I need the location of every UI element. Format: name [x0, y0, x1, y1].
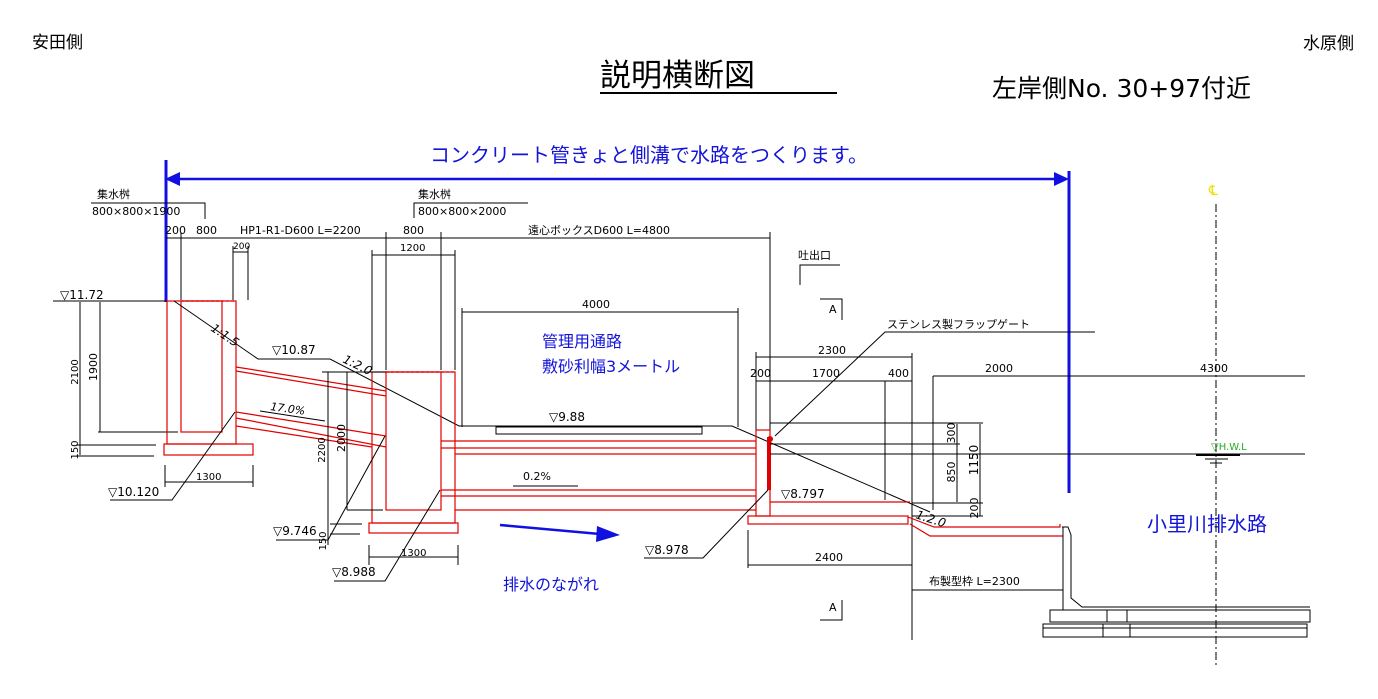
dim-1200: 1200: [400, 243, 425, 254]
outlet-leader: [799, 264, 840, 285]
catch-basin-2: [368, 371, 459, 534]
catch-basin-1: [163, 300, 254, 456]
hwl-label: ▽H.W.L: [1211, 442, 1247, 453]
catch-basin-1-leader: [91, 202, 206, 219]
dim-box: 遠心ボックスD600 L=4800: [528, 224, 670, 237]
location-label: 左岸側No. 30+97付近: [992, 74, 1251, 103]
dim-2000h: 2000: [985, 362, 1013, 375]
dim-300: 300: [945, 423, 958, 444]
outlet-label: 吐出口: [798, 248, 831, 262]
catch-basin-1-size: 800×800×1900: [92, 205, 180, 218]
dim-150a: 150: [70, 440, 81, 459]
dim-4300: 4300: [1200, 362, 1228, 375]
formwork-label: 布製型枠 L=2300: [929, 574, 1020, 588]
dim-1900: 1900: [87, 353, 100, 381]
grade-02: 0.2%: [523, 470, 551, 483]
span-arrow-left-head: [165, 172, 180, 186]
dim-800b: 800: [403, 224, 424, 237]
section-mark-top-line: [820, 298, 843, 320]
ground-slope-line: [173, 300, 931, 513]
catch-basin-2-leader: [413, 202, 528, 218]
river-wall: [1042, 526, 1311, 638]
right-side-label: 水原側: [1303, 34, 1354, 54]
left-side-label: 安田側: [32, 33, 83, 53]
dim-800a: 800: [196, 224, 217, 237]
page-title: 説明横断図: [600, 58, 755, 94]
grade-17-arrow: [259, 410, 326, 422]
gate-label: ステンレス製フラップゲート: [887, 317, 1030, 331]
level-8988: ▽8.988: [332, 565, 376, 579]
level-988: ▽9.88: [549, 410, 585, 424]
level-8978-leader: [644, 489, 769, 559]
dim-200b: 200: [233, 242, 250, 252]
level-8988-leader: [334, 489, 441, 582]
road-label-1: 管理用通路: [542, 332, 622, 351]
level-8797: ▽8.797: [781, 487, 825, 501]
level-10120-leader: [110, 411, 236, 501]
level-1172: ▽11.72: [60, 288, 104, 302]
outlet-structure: [747, 429, 910, 525]
slope-1-2.0a: 1:2.0: [341, 352, 375, 378]
level-1087: ▽10.87: [272, 343, 316, 357]
dim-150b: 150: [318, 531, 329, 550]
dim-2400: 2400: [815, 551, 843, 564]
dim-2200: 2200: [317, 437, 328, 462]
dim-200d: 200: [968, 498, 981, 519]
slope-1-2.0b: 1:2.0: [914, 508, 948, 531]
pipe-1: [235, 366, 387, 448]
span-arrow-right-head: [1054, 172, 1069, 186]
dim-1700: 1700: [812, 367, 840, 380]
level-9746-leader: [276, 435, 386, 541]
dim-1300b: 1300: [401, 548, 426, 559]
flow-label: 排水のながれ: [503, 575, 599, 594]
catch-basin-1-label: 集水桝: [97, 187, 130, 201]
level-10120: ▽10.120: [108, 485, 159, 499]
section-mark-top: A: [829, 303, 837, 316]
river-label: 小里川排水路: [1147, 512, 1267, 536]
fabric-formwork: [907, 516, 1063, 537]
gate-leader: [774, 331, 1095, 437]
level-9746: ▽9.746: [273, 524, 317, 538]
road-section: 4000: [461, 298, 739, 435]
water-level-symbol: [1196, 454, 1240, 464]
dim-2000v: 2000: [335, 424, 348, 452]
dim-200a: 200: [165, 224, 186, 237]
dim-2300: 2300: [818, 344, 846, 357]
banner-text: コンクリート管きょと側溝で水路をつくります。: [430, 143, 868, 167]
section-mark-bottom: A: [829, 601, 837, 614]
dim-400: 400: [888, 367, 909, 380]
dim-pipe1: HP1-R1-D600 L=2200: [240, 224, 361, 237]
dim-1300a: 1300: [196, 472, 221, 483]
dim-2100: 2100: [70, 359, 81, 384]
section-mark-bottom-line: [820, 600, 843, 621]
centerline-symbol: ℄: [1208, 183, 1218, 199]
dim-850: 850: [945, 462, 958, 483]
flow-arrow-head: [596, 526, 620, 542]
box-culvert: [441, 440, 756, 511]
road-width-dim: 4000: [582, 298, 610, 311]
catch-basin-2-size: 800×800×2000: [418, 205, 506, 218]
dim-200c: 200: [750, 367, 771, 380]
dim-1150: 1150: [967, 445, 981, 476]
road-label-2: 敷砂利幅3メートル: [542, 357, 680, 376]
extension-lines: [180, 232, 771, 430]
level-8978: ▽8.978: [645, 543, 689, 557]
catch-basin-2-label: 集水桝: [418, 187, 451, 201]
flow-arrow-line: [499, 523, 601, 536]
slope-1-1.5: 1:1.5: [208, 321, 241, 350]
